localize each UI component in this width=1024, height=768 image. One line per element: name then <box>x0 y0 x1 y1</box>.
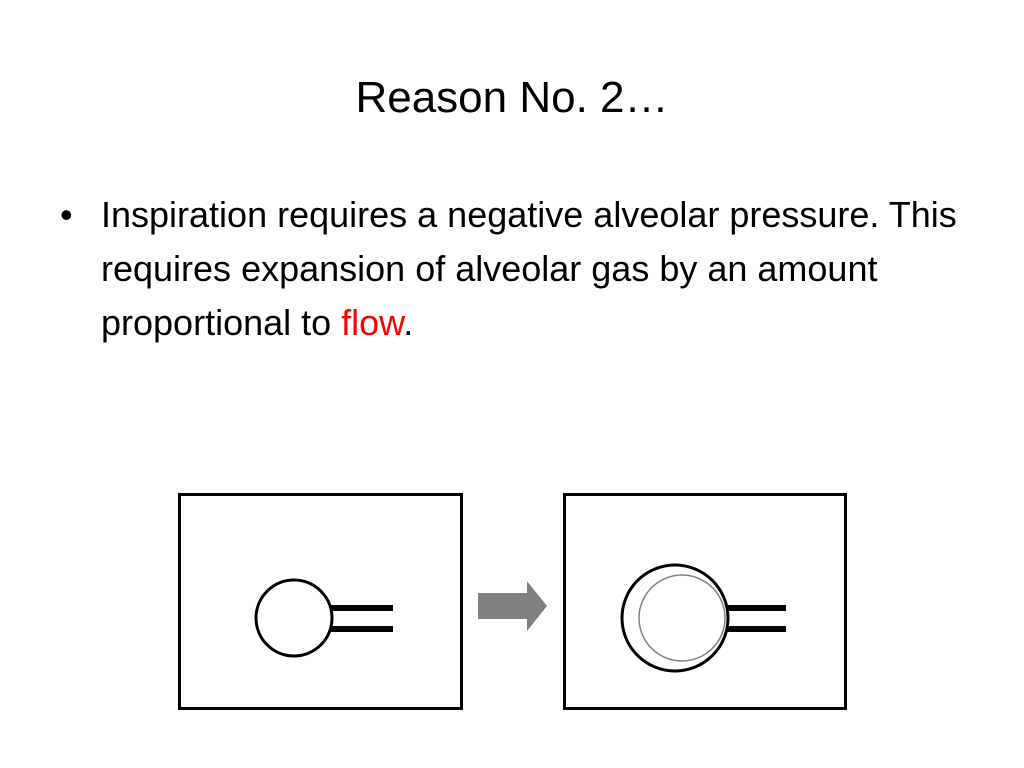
arrow-right-icon <box>478 581 547 631</box>
alveolus-icon <box>254 578 334 658</box>
before-panel <box>178 493 463 710</box>
expanded-alveolus-icon <box>620 563 730 673</box>
slide-title: Reason No. 2… <box>355 73 669 122</box>
after-panel <box>563 493 847 710</box>
bullet-list: • Inspiration requires a negative alveola… <box>60 188 960 350</box>
bullet-text-end: . <box>403 302 414 343</box>
airway-icon <box>330 605 393 632</box>
bullet-marker: • <box>60 194 73 235</box>
airway-icon <box>720 605 786 632</box>
original-alveolus-outline <box>638 574 726 662</box>
bullet-text: Inspiration requires a negative alveolar… <box>101 194 957 343</box>
bullet-highlight-flow: flow <box>341 302 404 343</box>
bullet-item: • Inspiration requires a negative alveola… <box>60 188 960 350</box>
